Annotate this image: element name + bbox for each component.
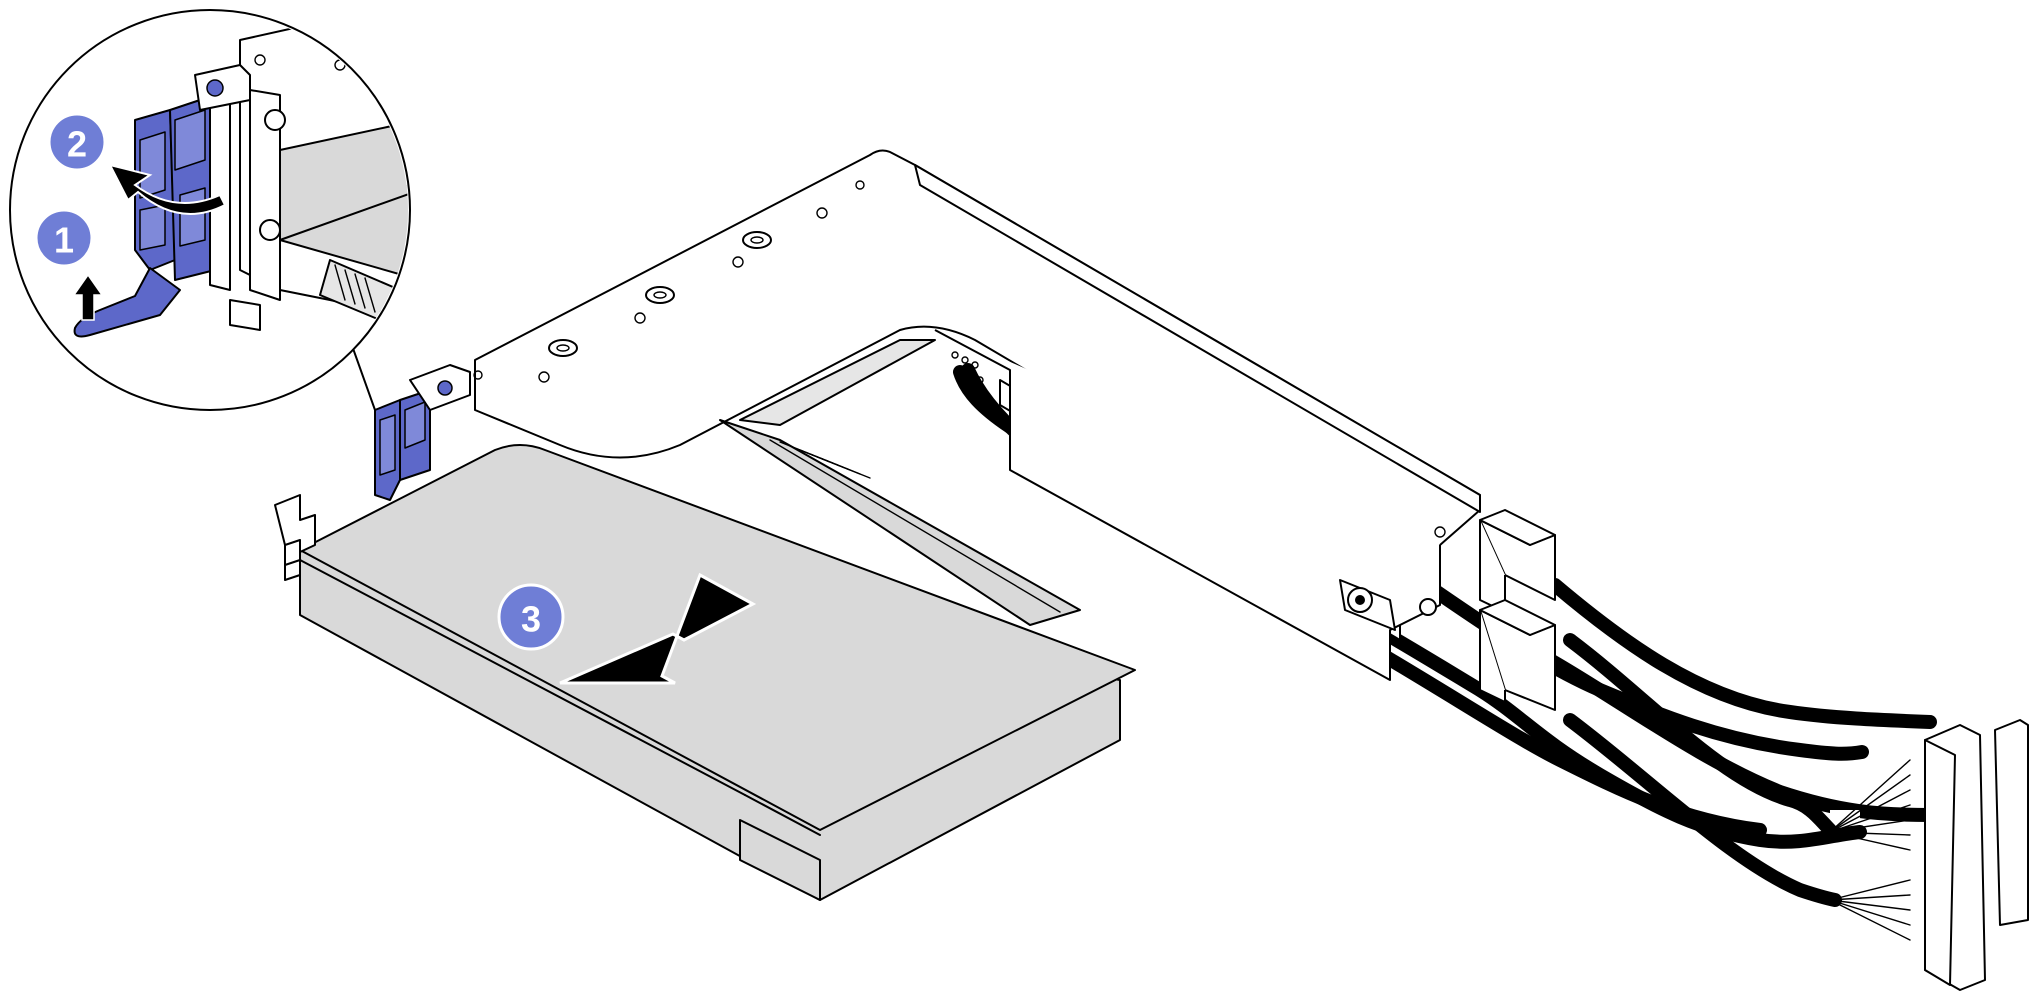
step-badge-1: 1 [34, 208, 94, 268]
step-badge-3: 3 [497, 583, 565, 651]
heatsink-fins [779, 441, 871, 479]
step-number-3: 3 [521, 599, 541, 640]
step-badge-2: 2 [47, 112, 107, 172]
riser-bracket [473, 149, 1481, 681]
pcie-adapter-card [274, 419, 1136, 901]
ribbon-wires [1829, 759, 1911, 941]
rotate-open-arrow-icon [108, 163, 227, 215]
vent-holes [951, 351, 984, 384]
riser-latch [374, 364, 471, 501]
bracket-holes [473, 180, 1446, 538]
cable-connectors [1479, 509, 2029, 991]
detail-magnifier [9, 9, 411, 411]
step-number-2: 2 [67, 124, 87, 165]
slide-out-arrow-icon [559, 572, 757, 685]
step-number-1: 1 [54, 220, 74, 261]
lift-up-arrow-icon [72, 273, 104, 321]
detail-stripes [334, 264, 376, 313]
